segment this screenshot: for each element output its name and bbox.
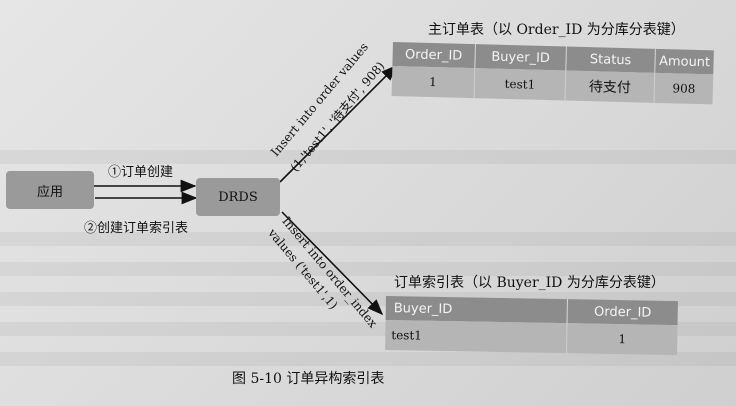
index-col-buyer-id: Buyer_ID [385,296,568,324]
step1-label: ①订单创建 [108,165,174,180]
app-node: 应用 [6,171,94,209]
bleed-through-text [0,352,736,366]
main-col-order-id: Order_ID [392,42,476,69]
drds-node: DRDS [196,178,280,216]
main-order-table: Order_ID Buyer_ID Status Amount 1 test1 … [391,42,714,105]
index-table-title: 订单索引表（以 Buyer_ID 为分库分表键） [394,275,665,291]
index-col-order-id: Order_ID [567,299,678,326]
figure-caption: 图 5-10 订单异构索引表 [232,371,385,387]
bleed-through-text [0,232,736,246]
main-col-buyer-id: Buyer_ID [475,44,567,71]
insert-index-arrow [281,211,384,316]
step2-label: ②创建订单索引表 [84,221,189,236]
index-cell-buyer-id: test1 [385,319,568,354]
main-col-amount: Amount [655,48,714,75]
main-col-status: Status [566,46,656,73]
bleed-through-text [0,262,736,276]
main-cell-amount: 908 [654,72,714,105]
bleed-through-text [0,150,736,164]
index-cell-order-id: 1 [567,323,678,356]
table-row: test1 1 [385,319,678,356]
insert-order-arrow [279,64,398,183]
main-cell-buyer-id: test1 [474,68,567,101]
order-index-table: Buyer_ID Order_ID test1 1 [385,296,678,356]
main-cell-status: 待支付 [565,70,656,103]
main-table-title: 主订单表（以 Order_ID 为分库分表键） [428,22,685,38]
main-cell-order-id: 1 [391,65,476,99]
